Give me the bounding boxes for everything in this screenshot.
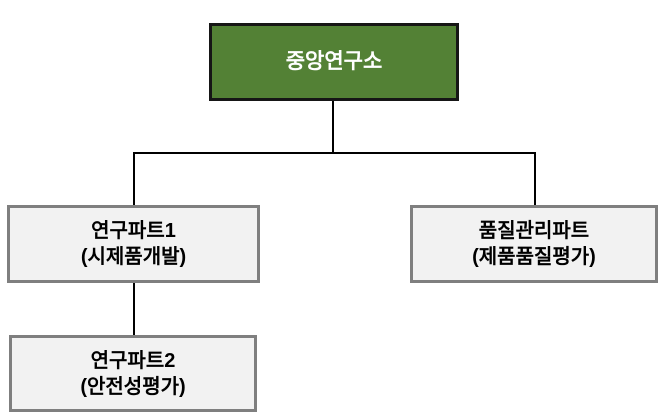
org-node-subtitle: (시제품개발) [80,246,187,268]
connector-root-stem [332,100,334,153]
org-node-central-research-institute: 중앙연구소 [209,23,459,101]
org-node-research-part-2: 연구파트2 (안전성평가) [9,335,257,412]
org-node-label: 중앙연구소 [285,50,383,74]
org-node-title: 연구파트2 [90,349,176,372]
connector-crossbar [133,152,536,154]
org-node-subtitle: (안전성평가) [80,375,186,398]
connector-right-branch [534,152,536,205]
org-node-quality-control-part: 품질관리파트 (제품품질평가) [410,205,658,283]
org-node-title: 품질관리파트 [478,220,590,242]
connector-left-branch [133,152,135,205]
org-node-research-part-1: 연구파트1 (시제품개발) [7,205,260,283]
org-node-title: 연구파트1 [91,220,176,242]
connector-left-sub-branch [133,283,135,335]
org-node-subtitle: (제품품질평가) [472,246,596,268]
